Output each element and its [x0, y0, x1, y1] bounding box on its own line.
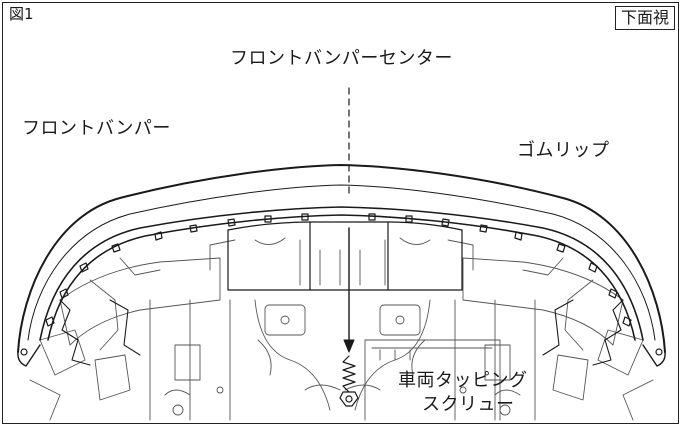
- under-cover-panel: [227, 221, 463, 291]
- tapping-screw-label-line1: 車両タッピング: [398, 370, 528, 391]
- tapping-screw-icon: [339, 355, 359, 407]
- figure-frame: [2, 2, 679, 424]
- tapping-screw-label-line2: スクリュー: [422, 394, 515, 415]
- front-bumper-label: フロントバンパー: [22, 118, 171, 139]
- rubber-lip-label: ゴムリップ: [517, 140, 610, 161]
- screw-arrow-head: [343, 339, 355, 353]
- bumper-inner-line: [27, 184, 656, 341]
- rubber-lip-outer: [39, 206, 644, 341]
- figure-number: 図1: [9, 5, 34, 23]
- underbody-structure: [29, 237, 654, 421]
- rubber-lip-inner: [47, 214, 636, 341]
- side-brackets: [59, 299, 624, 366]
- bumper-outer-line: [17, 164, 666, 353]
- view-direction-label: 下面視: [614, 6, 675, 30]
- front-bumper-center-label: フロントバンパーセンター: [230, 48, 453, 69]
- lip-clips: [45, 213, 632, 327]
